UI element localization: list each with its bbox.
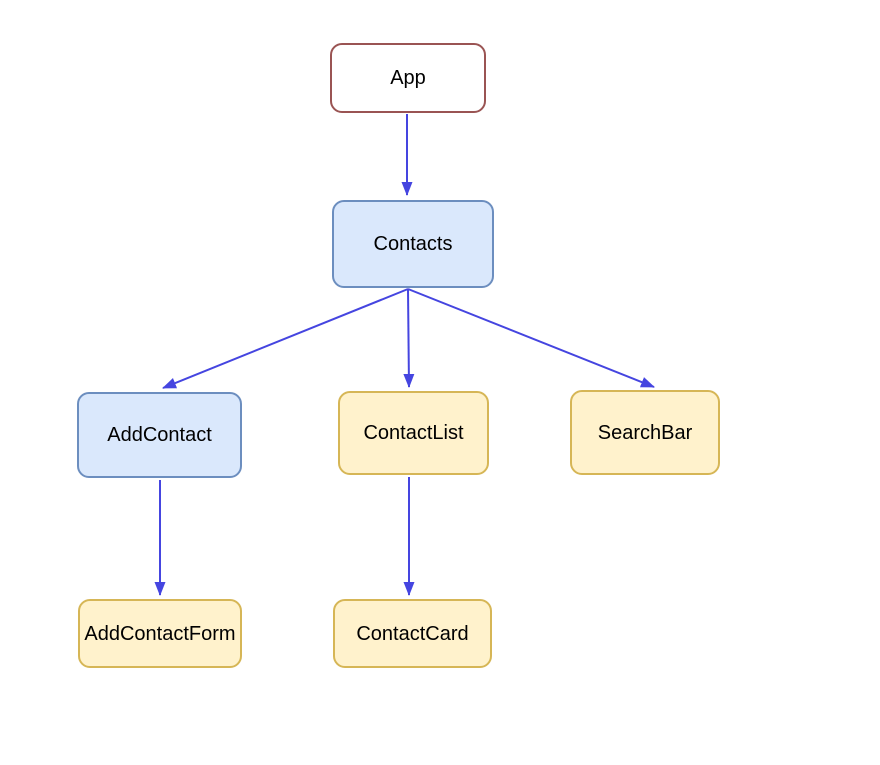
edge-contacts-search-bar (407, 288, 655, 388)
node-contact-list[interactable]: ContactList (338, 391, 489, 475)
edge-contacts-contact-list (403, 288, 415, 388)
node-add-contact-label: AddContact (107, 424, 212, 446)
node-app[interactable]: App (330, 43, 486, 113)
node-contact-card-label: ContactCard (356, 622, 469, 645)
node-add-contact[interactable]: AddContact (77, 392, 242, 478)
node-search-bar[interactable]: SearchBar (570, 390, 720, 475)
node-contact-card[interactable]: ContactCard (333, 599, 492, 668)
node-add-contact-form[interactable]: AddContactForm (78, 599, 242, 668)
edge-contacts-add-contact (162, 288, 409, 389)
node-contacts[interactable]: Contacts (332, 200, 494, 288)
node-search-bar-label: SearchBar (597, 421, 693, 444)
node-add-contact-form-label: AddContactForm (84, 622, 236, 645)
node-contacts-label: Contacts (373, 233, 453, 255)
node-contact-list-label: ContactList (363, 422, 464, 444)
node-app-label: App (390, 67, 426, 89)
